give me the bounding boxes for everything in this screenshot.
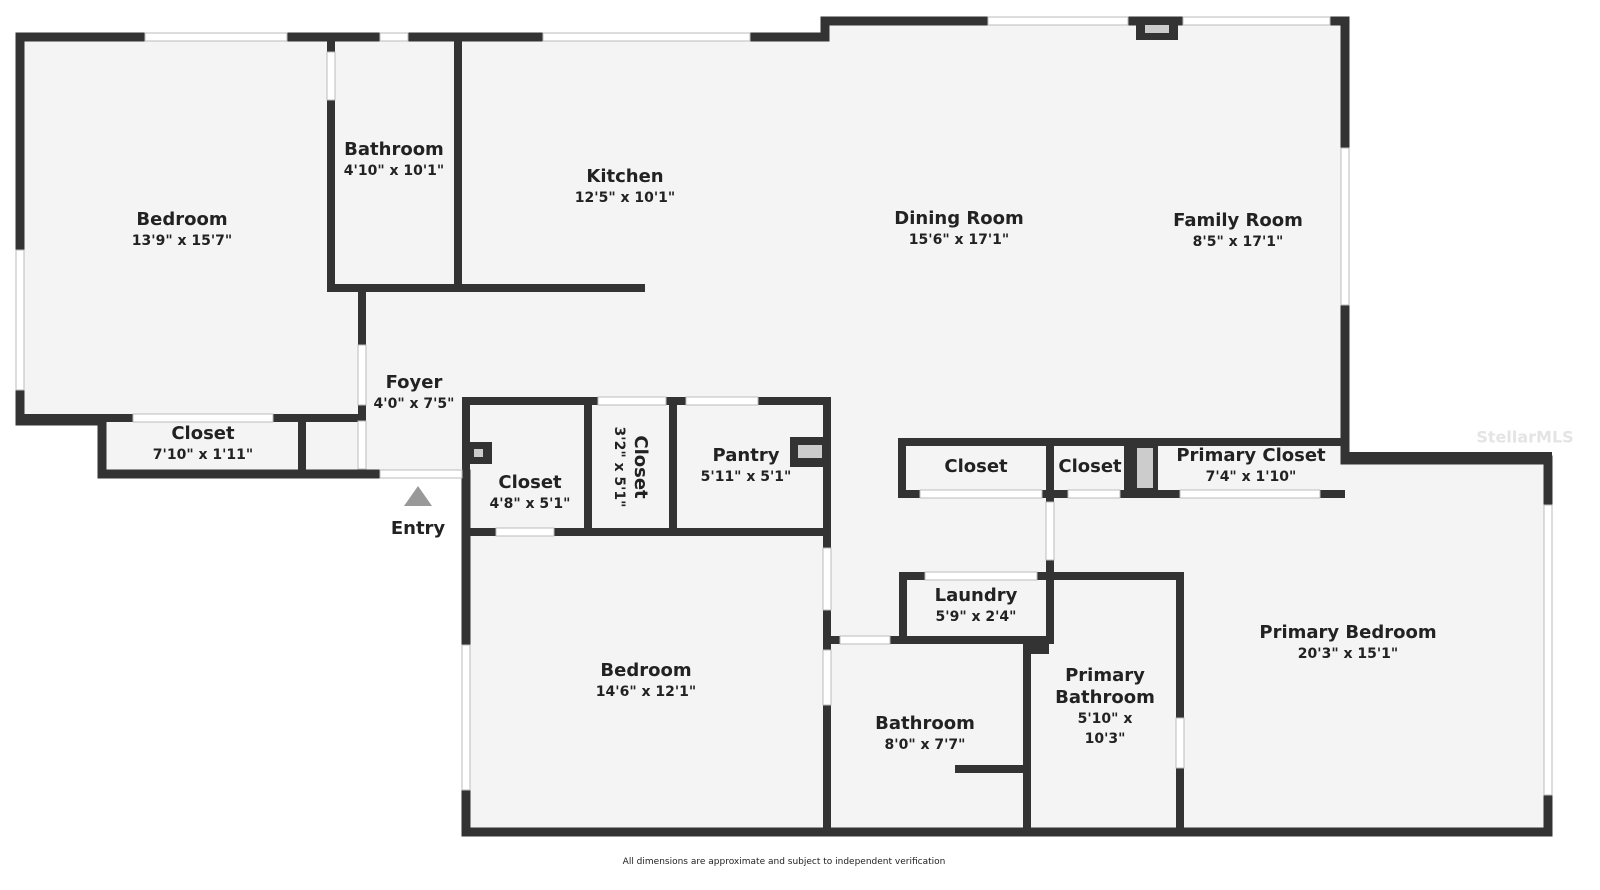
watermark: StellarMLS bbox=[1476, 427, 1574, 447]
footer-disclaimer: All dimensions are approximate and subje… bbox=[622, 857, 946, 867]
room-closet-5: Closet bbox=[1058, 456, 1122, 477]
entry-arrow-icon bbox=[404, 486, 432, 506]
chimney-flues bbox=[470, 21, 1178, 654]
entry-label: Entry bbox=[390, 518, 446, 539]
room-closet-4: Closet bbox=[944, 456, 1008, 477]
windows bbox=[15, 16, 1553, 796]
